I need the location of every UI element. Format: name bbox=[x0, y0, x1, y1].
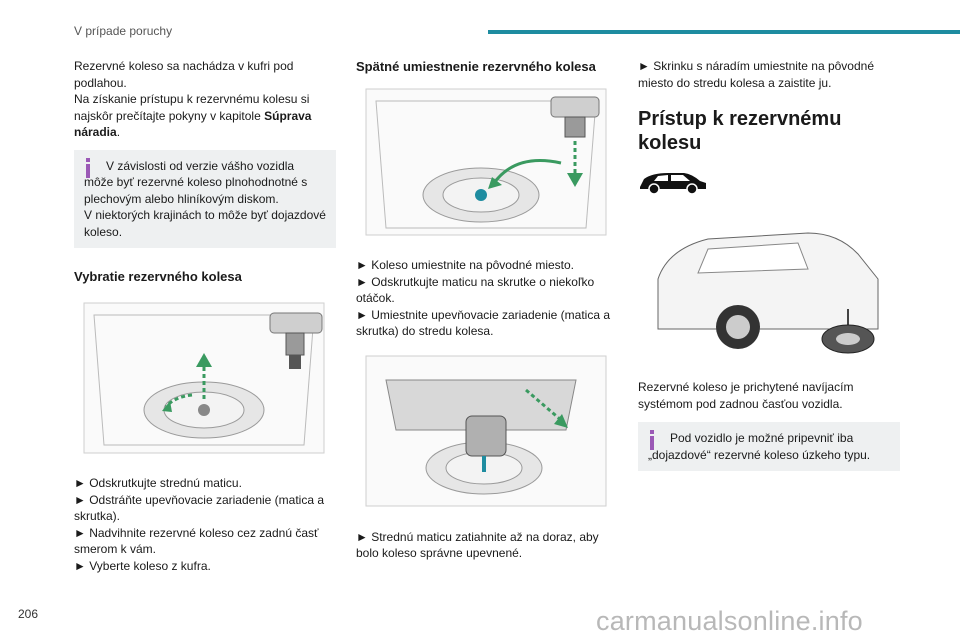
access-body-text: Rezervné koleso je prichytené navíjacím … bbox=[638, 380, 854, 411]
illustration-remove-wheel bbox=[83, 302, 325, 454]
remove-step-2: ► Odstráňte upevňovacie zariadenie (mati… bbox=[74, 492, 325, 524]
intro-bold-link: Súprava náradia bbox=[74, 108, 312, 140]
heading-replace-wheel: Spätné umiestnenie rezervného kolesa bbox=[356, 59, 596, 74]
intro-line-1: Rezervné koleso sa nachádza v kufri pod … bbox=[74, 59, 294, 90]
column-2: Spätné umiestnenie rezervného kolesa ► K… bbox=[356, 58, 618, 562]
remove-step-4: ► Vyberte koleso z kufra. bbox=[74, 558, 211, 573]
info-text-3: Pod vozidlo je možné pripevniť iba „doja… bbox=[648, 431, 871, 462]
info-box-2: Pod vozidlo je možné pripevniť iba „doja… bbox=[638, 422, 900, 471]
illustration-car-spare-underbody bbox=[657, 232, 879, 354]
heading-access-wheel: Prístup k rezervnému kolesu bbox=[638, 108, 842, 154]
heading-remove-wheel: Vybratie rezervného kolesa bbox=[74, 269, 242, 284]
watermark: carmanualsonline.info bbox=[596, 606, 863, 636]
column-3: ► Skrinku s náradím umiestnite na pôvodn… bbox=[638, 58, 900, 471]
replace-step-3: ► Umiestnite upevňovacie zariadenie (mat… bbox=[356, 307, 610, 339]
section-title: V prípade poruchy bbox=[74, 24, 173, 38]
intro-line-2: Na získanie prístupu k rezervnému kolesu… bbox=[74, 92, 312, 140]
replace-step-1: ► Koleso umiestnite na pôvodné miesto. bbox=[356, 258, 574, 272]
info-box-1: V závislosti od verzie vášho vozidla môž… bbox=[74, 149, 336, 248]
remove-step-3: ► Nadvihnite rezervné koleso cez zadnú č… bbox=[74, 525, 319, 557]
page-number: 206 bbox=[18, 607, 39, 621]
header-accent-bar bbox=[488, 30, 960, 34]
replace-step-2: ► Odskrutkujte maticu na skrutke o nieko… bbox=[356, 274, 595, 306]
column-1: Rezervné koleso sa nachádza v kufri pod … bbox=[74, 58, 336, 574]
info-text-2: V niektorých krajinách to môže byť dojaz… bbox=[84, 208, 326, 239]
info-text-1: V závislosti od verzie vášho vozidla môž… bbox=[84, 158, 308, 206]
replace-step-4: ► Strednú maticu zatiahnite až na doraz,… bbox=[356, 529, 599, 561]
illustration-replace-wheel bbox=[365, 88, 607, 236]
info-icon bbox=[86, 157, 90, 178]
info-icon bbox=[650, 430, 654, 450]
remove-step-1: ► Odskrutkujte strednú maticu. bbox=[74, 476, 242, 490]
car-silhouette-icon bbox=[640, 173, 706, 195]
illustration-fix-wheel bbox=[365, 355, 607, 506]
toolbox-step: ► Skrinku s náradím umiestnite na pôvodn… bbox=[638, 59, 874, 90]
